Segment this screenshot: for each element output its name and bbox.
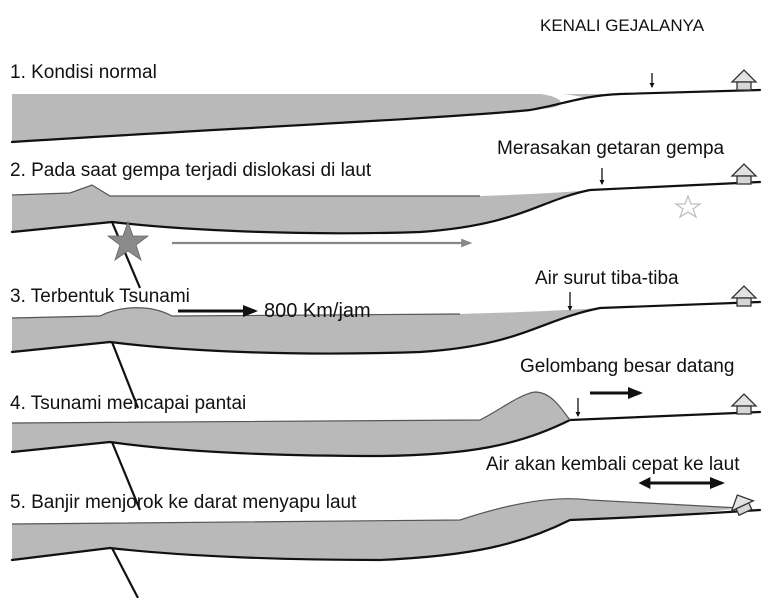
panel-4-sign: Gelombang besar datang (520, 356, 734, 377)
sea-water (12, 307, 600, 354)
panel-1: 1. Kondisi normal (10, 62, 762, 144)
fault-line (110, 441, 142, 511)
fault-line (111, 547, 139, 598)
panel-5: 5. Banjir menjorok ke darat menyapu laut… (10, 454, 762, 598)
epicenter-star-icon (106, 220, 150, 262)
sea-water (12, 498, 740, 560)
epicenter-star-icon (674, 194, 702, 219)
sea-surface (11, 391, 571, 424)
panel-4: 4. Tsunami mencapai pantai Gelombang bes… (10, 356, 762, 511)
panel-2: 2. Pada saat gempa terjadi dislokasi di … (10, 138, 762, 289)
sea-water (12, 185, 590, 234)
panel-5-label: 5. Banjir menjorok ke darat menyapu laut (10, 492, 357, 513)
panel-1-label: 1. Kondisi normal (10, 62, 157, 83)
sea-water (12, 392, 570, 456)
house-icon (730, 494, 755, 517)
sea-surface (11, 307, 461, 319)
panel-2-label: 2. Pada saat gempa terjadi dislokasi di … (10, 160, 372, 181)
tsunami-speed: 800 Km/jam (264, 300, 371, 322)
fault-line (110, 341, 140, 409)
panel-4-label: 4. Tsunami mencapai pantai (10, 393, 246, 414)
seabed-line (10, 180, 762, 235)
sea-water-body (12, 94, 561, 142)
house-icon (730, 285, 758, 307)
sea-surface (11, 498, 741, 525)
seabed-line (10, 300, 762, 355)
panel-3: 3. Terbentuk Tsunami Air surut tiba-tiba… (10, 268, 762, 409)
panel-3-sign: Air surut tiba-tiba (535, 268, 679, 289)
fault-line (110, 221, 142, 289)
panel-2-sign: Merasakan getaran gempa (497, 138, 725, 159)
house-icon (730, 393, 758, 415)
seabed-line (10, 410, 762, 458)
diagram-title: KENALI GEJALANYA (540, 16, 705, 35)
seabed-line (10, 508, 762, 562)
panel-5-sign: Air akan kembali cepat ke laut (486, 454, 740, 475)
house-icon (730, 69, 758, 91)
house-icon (730, 163, 758, 185)
seabed-line (10, 88, 762, 144)
panel-3-label: 3. Terbentuk Tsunami (10, 286, 190, 307)
sea-water (12, 94, 640, 98)
sea-surface (11, 184, 480, 197)
